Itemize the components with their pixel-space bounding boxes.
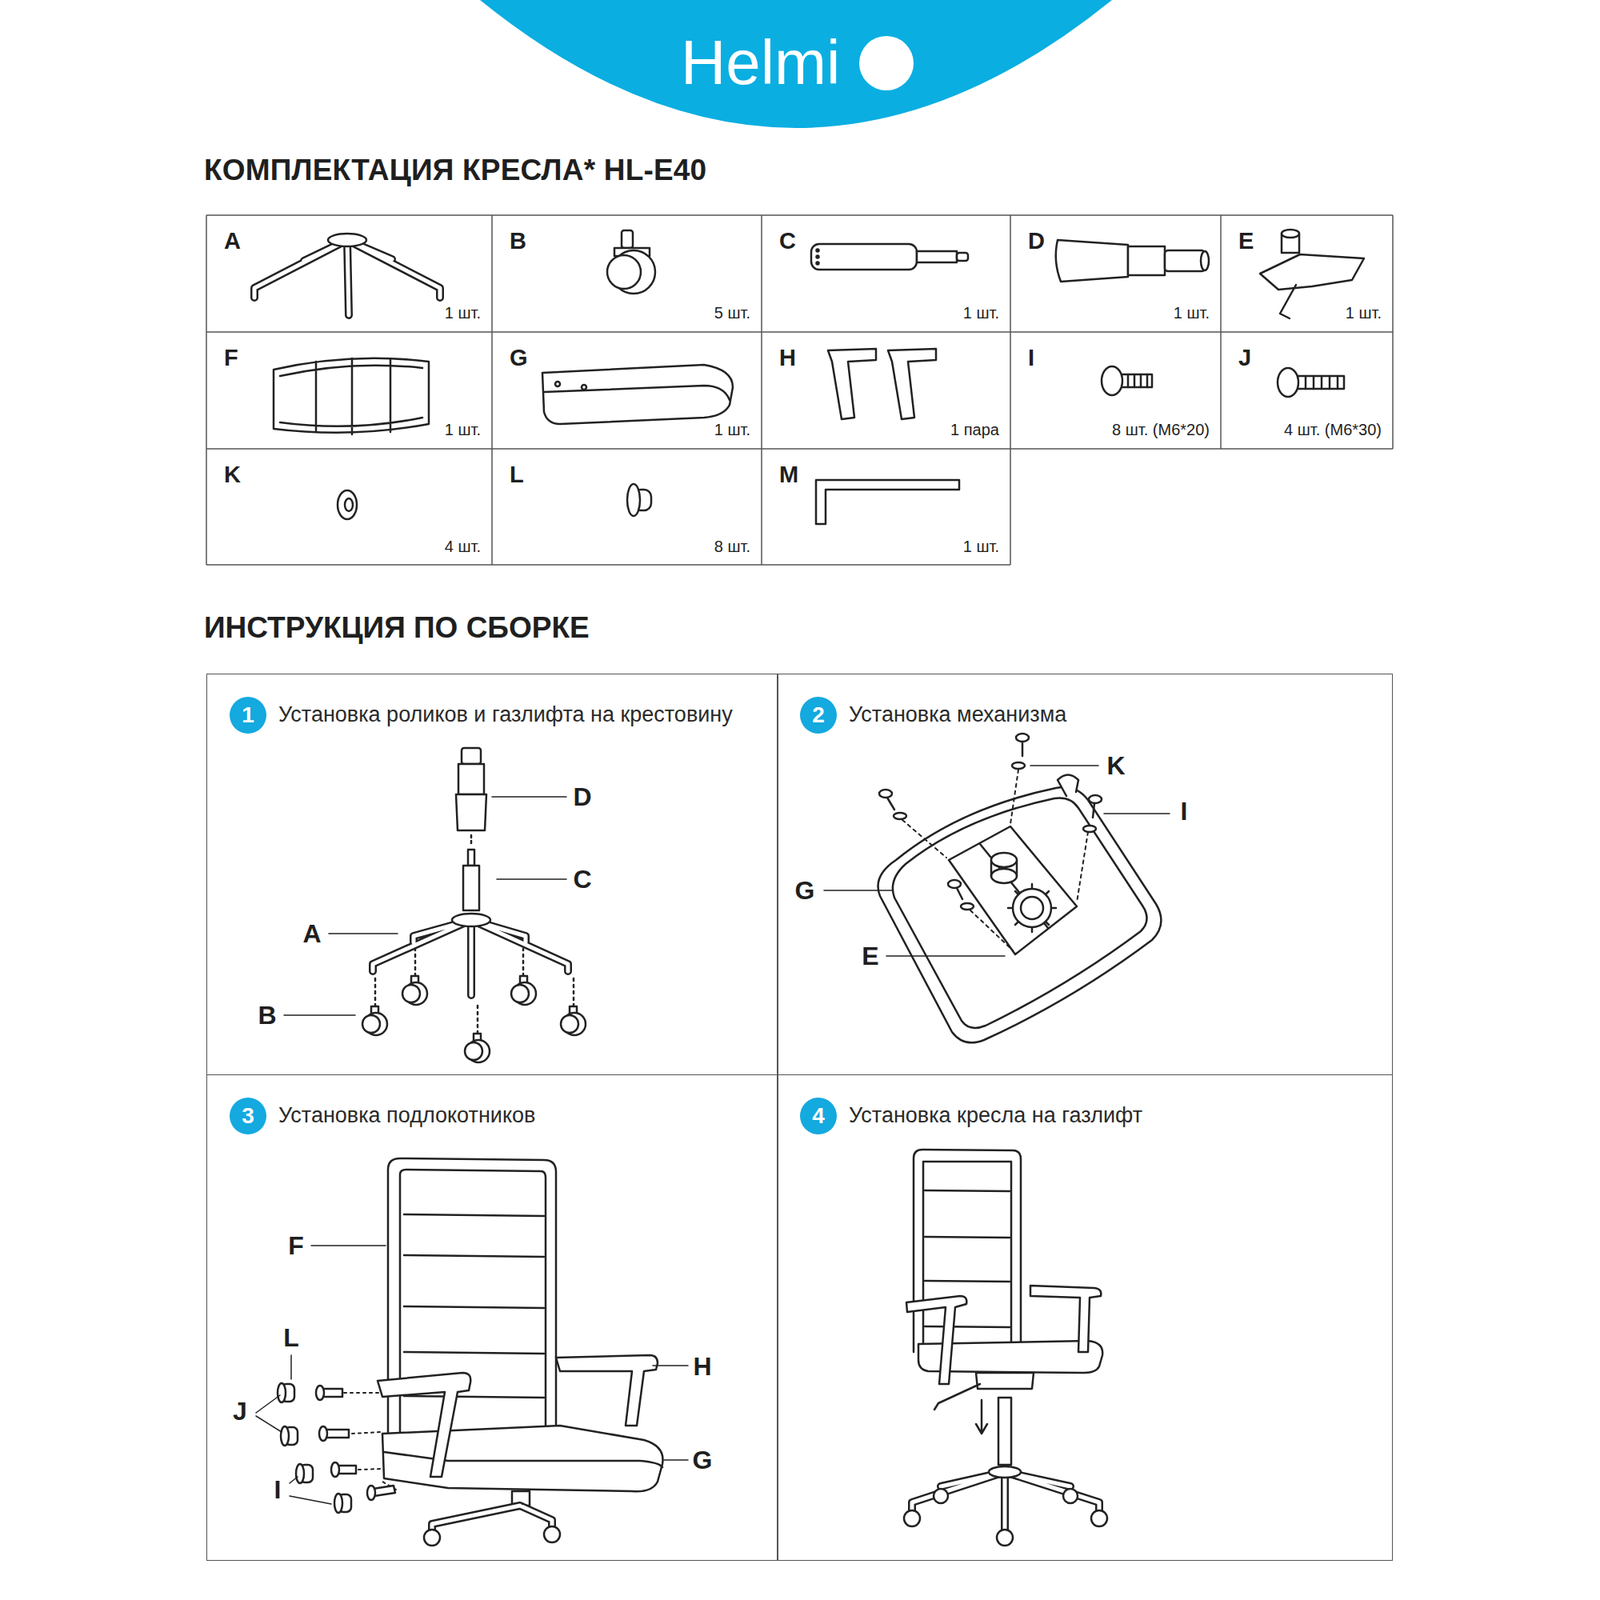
part-letter: C — [779, 228, 796, 255]
part-letter: K — [224, 461, 241, 488]
step1-drawing — [284, 748, 586, 1063]
step-number: 2 — [812, 704, 825, 727]
part-quantity: 1 шт. — [1173, 304, 1210, 323]
callout-letter: G — [691, 1445, 715, 1476]
part-quantity: 1 шт. — [963, 304, 1000, 323]
callout-letter: J — [231, 1396, 249, 1427]
part-quantity: 4 шт. — [444, 537, 481, 556]
step-number-circle: 1 — [229, 696, 267, 734]
step-panel: Установка кресла на газлифт 4 — [776, 1074, 1393, 1561]
part-letter: A — [224, 228, 241, 255]
step-panel: Установка подлокотников 3 — [206, 1074, 779, 1561]
callout-letter: G — [793, 876, 817, 906]
part-letter: G — [509, 344, 528, 372]
part-quantity: 1 шт. — [963, 537, 1000, 556]
callout-letter: H — [691, 1352, 713, 1382]
step-number: 1 — [241, 704, 255, 727]
step-number-circle: 4 — [800, 1097, 837, 1135]
step2-drawing — [824, 733, 1170, 1043]
step-panel: Установка роликов и газлифта на крестови… — [206, 673, 779, 1076]
callout-letter: A — [300, 919, 323, 949]
callout-letter: I — [1179, 796, 1190, 827]
callout-letter: K — [1104, 751, 1127, 781]
callout-letter: F — [286, 1231, 306, 1261]
step-heading: Установка кресла на газлифт — [848, 1103, 1143, 1128]
part-quantity: 1 пара — [950, 420, 1000, 440]
step-number: 3 — [241, 1104, 255, 1128]
logo-dot — [859, 36, 914, 91]
part-letter: M — [779, 461, 799, 488]
part-quantity: 1 шт. — [444, 304, 481, 323]
part-letter: L — [509, 461, 524, 488]
section-heading: ИНСТРУКЦИЯ ПО СБОРКЕ — [204, 611, 590, 646]
step-panel: Установка механизма 2 — [776, 673, 1393, 1076]
parts-table-grid — [206, 215, 1393, 565]
part-letter: E — [1238, 228, 1254, 255]
part-quantity: 8 шт. — [714, 537, 751, 556]
part-letter: H — [779, 344, 796, 372]
part-quantity: 1 шт. — [444, 420, 481, 440]
step-number-circle: 2 — [800, 696, 837, 734]
logo-text: Helmi — [680, 27, 840, 100]
part-letter: D — [1028, 228, 1045, 255]
callout-letter: L — [281, 1323, 301, 1353]
callout-letter: C — [571, 864, 593, 895]
part-quantity: 1 шт. — [714, 420, 751, 440]
callout-letter: B — [256, 1000, 278, 1031]
part-quantity: 4 шт. (M6*30) — [1284, 420, 1382, 440]
logo-band — [480, 0, 1112, 128]
part-quantity: 1 шт. — [1345, 304, 1382, 323]
step-number: 4 — [812, 1104, 825, 1128]
part-letter: B — [509, 228, 527, 255]
callout-letter: D — [571, 782, 593, 812]
step-number-circle: 3 — [229, 1097, 267, 1135]
part-letter: F — [224, 344, 239, 372]
part-letter: J — [1238, 344, 1252, 372]
part-quantity: 8 шт. (M6*20) — [1112, 420, 1210, 440]
step3-drawing — [256, 1158, 688, 1546]
part-drawings — [254, 229, 1364, 524]
step-heading: Установка роликов и газлифта на крестови… — [278, 702, 733, 728]
step4-drawing — [904, 1149, 1108, 1546]
step-heading: Установка подлокотников — [278, 1103, 536, 1128]
part-letter: I — [1028, 344, 1035, 372]
callout-letter: I — [272, 1475, 284, 1505]
step-heading: Установка механизма — [848, 702, 1067, 728]
page-title: КОМПЛЕКТАЦИЯ КРЕСЛА* HL-E40 — [204, 153, 707, 188]
part-quantity: 5 шт. — [714, 304, 751, 323]
callout-letter: E — [860, 941, 880, 972]
